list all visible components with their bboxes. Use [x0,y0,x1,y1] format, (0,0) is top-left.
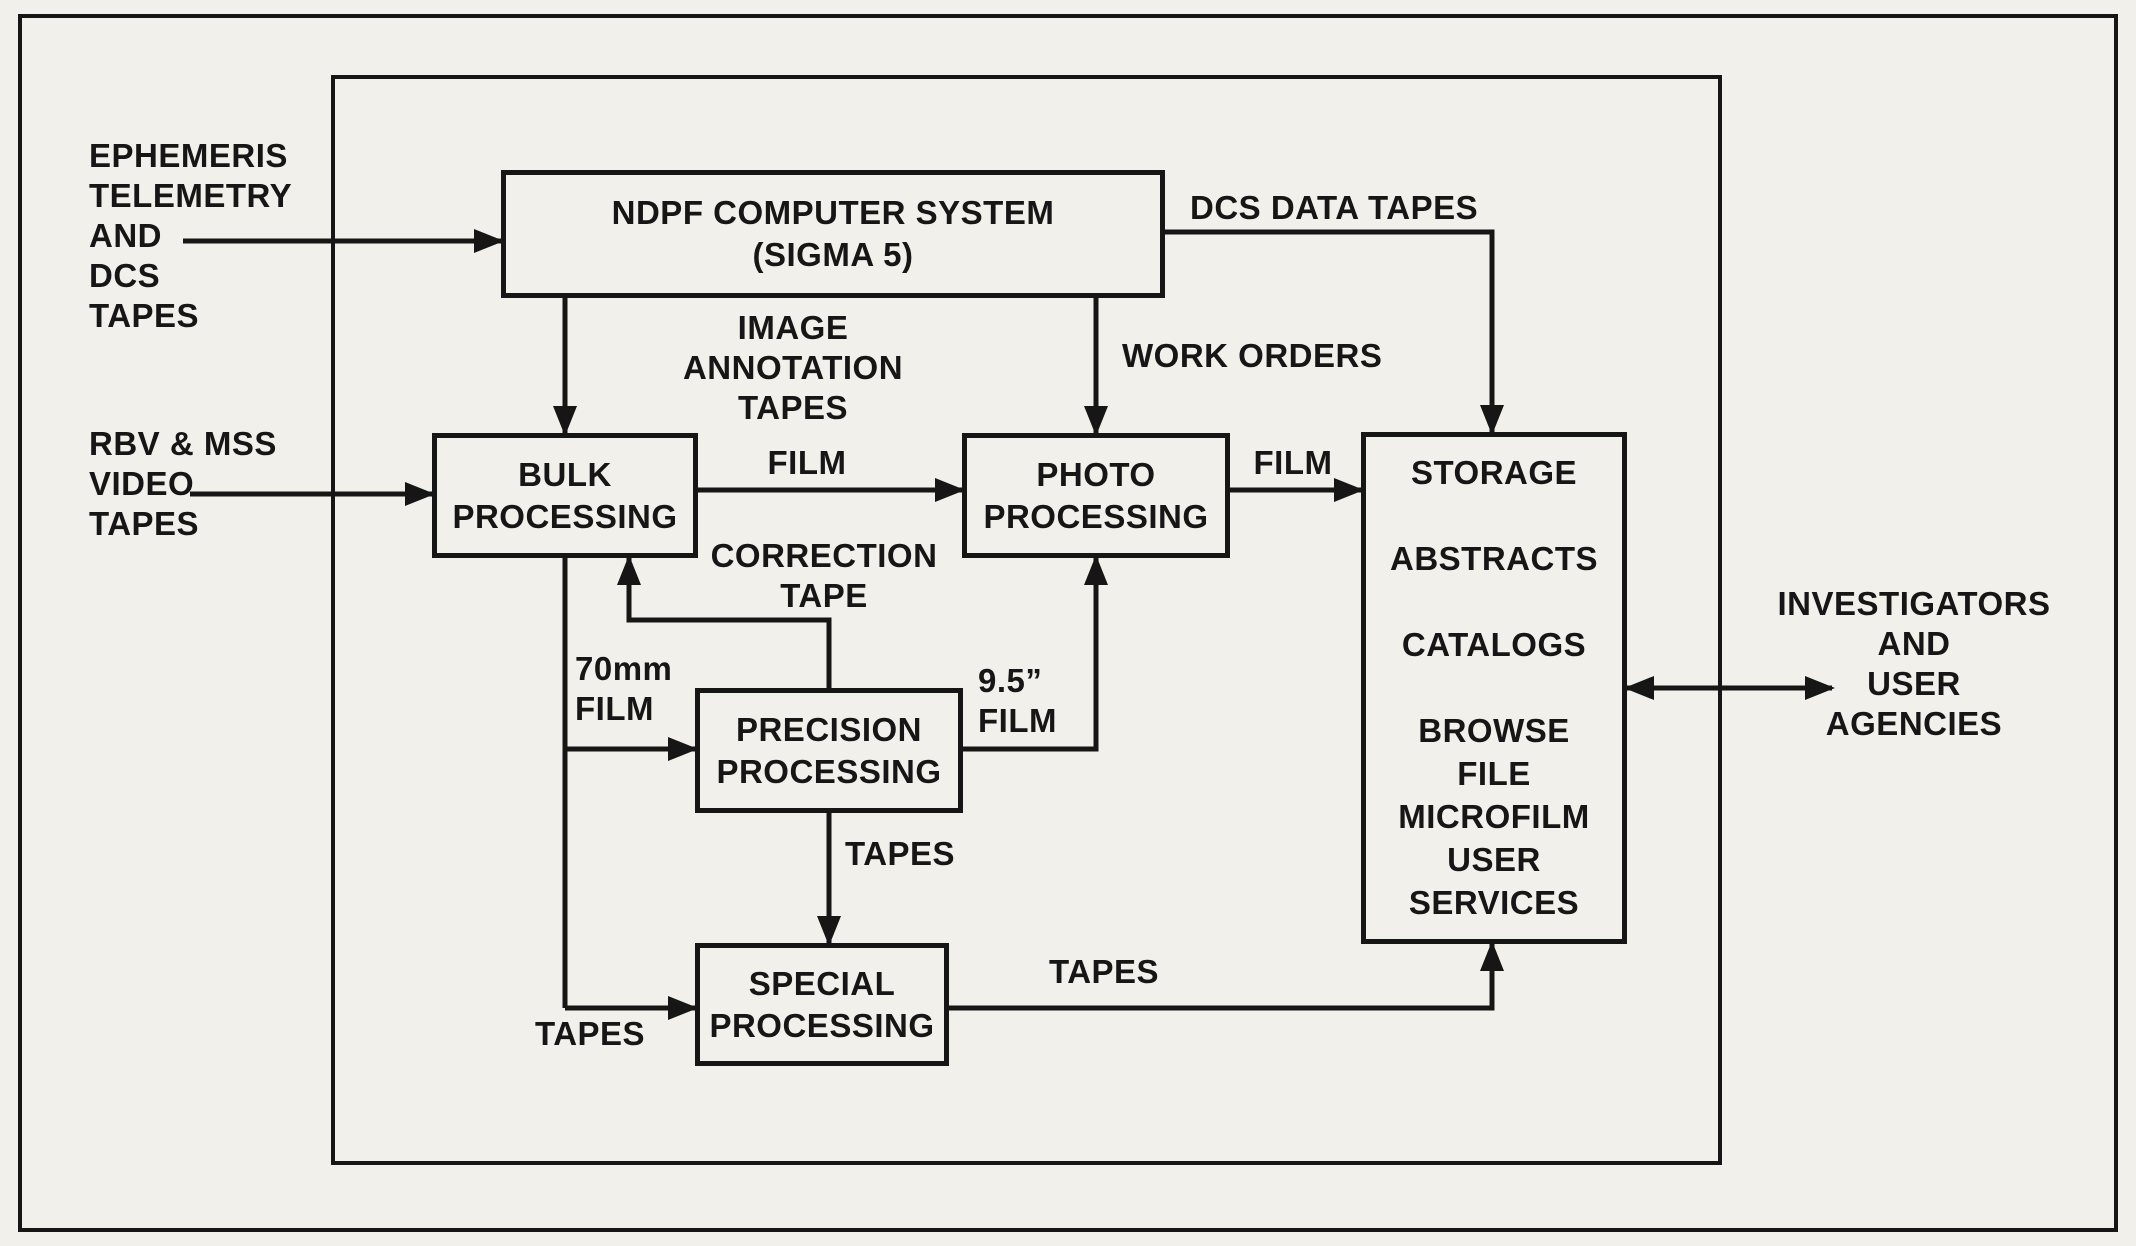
label-rbv-mss-video-tapes: RBV & MSS VIDEO TAPES [89,425,277,542]
label-tapes-precision-to-special: TAPES [845,835,956,872]
label-film-bulk-to-photo: FILM [767,444,847,481]
box-special-processing: SPECIAL PROCESSING [695,943,949,1066]
label-image-annotation-tapes: IMAGE ANNOTATION TAPES [682,309,904,426]
box-ndpf-computer-system: NDPF COMPUTER SYSTEM (SIGMA 5) [501,170,1165,298]
label-film-photo-to-storage: FILM [1253,444,1333,481]
label-investigators-user-agencies: INVESTIGATORS AND USER AGENCIES [1777,585,2051,742]
label-ephemeris-telemetry-dcs-tapes: EPHEMERIS TELEMETRY AND DCS TAPES [89,137,293,334]
box-precision-processing: PRECISION PROCESSING [695,688,963,813]
label-tapes-bulk-to-special: TAPES [535,1015,646,1052]
box-bulk-processing: BULK PROCESSING [432,433,698,558]
facility-boundary [331,75,1722,1165]
label-work-orders: WORK ORDERS [1122,337,1383,374]
label-tapes-special-to-storage: TAPES [1049,953,1160,990]
label-correction-tape: CORRECTION TAPE [710,537,938,614]
label-70mm-film: 70mm FILM [575,650,673,727]
outer-page-border [18,14,2118,1232]
label-9-5-inch-film: 9.5” FILM [978,662,1057,739]
box-photo-processing: PHOTO PROCESSING [962,433,1230,558]
label-dcs-data-tapes: DCS DATA TAPES [1190,189,1479,226]
box-storage-services: STORAGE ABSTRACTS CATALOGS BROWSE FILE M… [1361,432,1627,944]
